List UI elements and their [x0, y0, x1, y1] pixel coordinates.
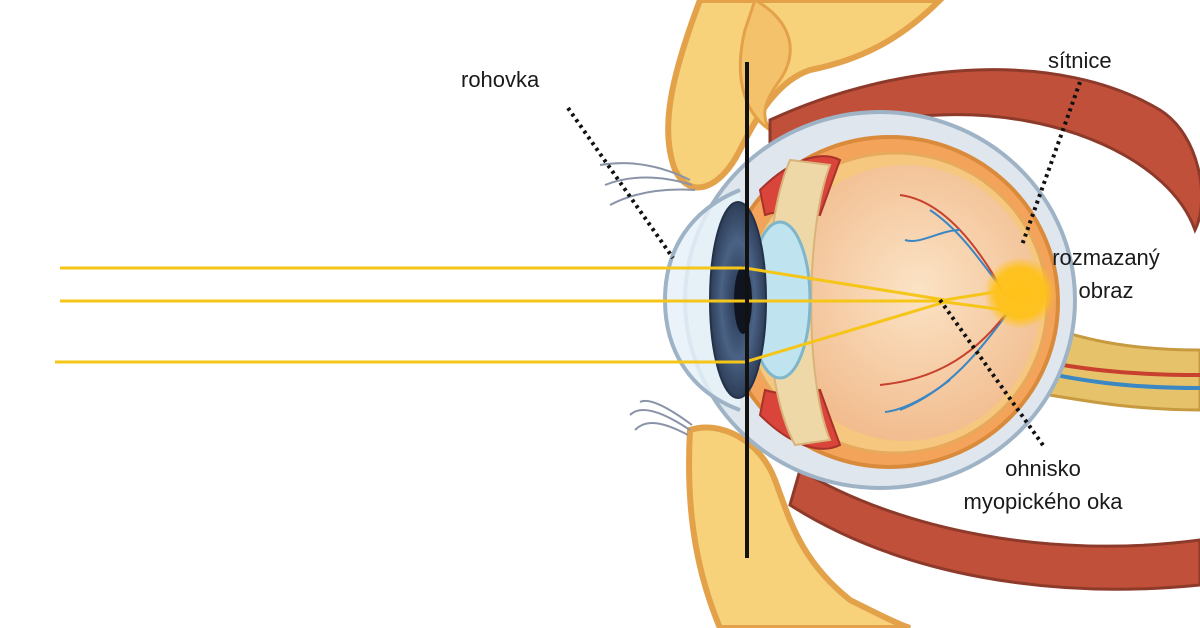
label-focus-line2: myopického oka — [938, 489, 1148, 514]
label-cornea: rohovka — [461, 67, 539, 92]
label-blurred-image-line1: rozmazaný — [1051, 245, 1161, 270]
label-retina: sítnice — [1048, 48, 1112, 73]
blurred-image-spot — [984, 257, 1056, 329]
label-focus: ohnisko myopického oka — [938, 456, 1148, 515]
label-focus-line1: ohnisko — [938, 456, 1148, 481]
label-blurred-image-line2: obraz — [1051, 278, 1161, 303]
pointer-cornea — [568, 108, 673, 258]
label-blurred-image: rozmazaný obraz — [1051, 245, 1161, 304]
